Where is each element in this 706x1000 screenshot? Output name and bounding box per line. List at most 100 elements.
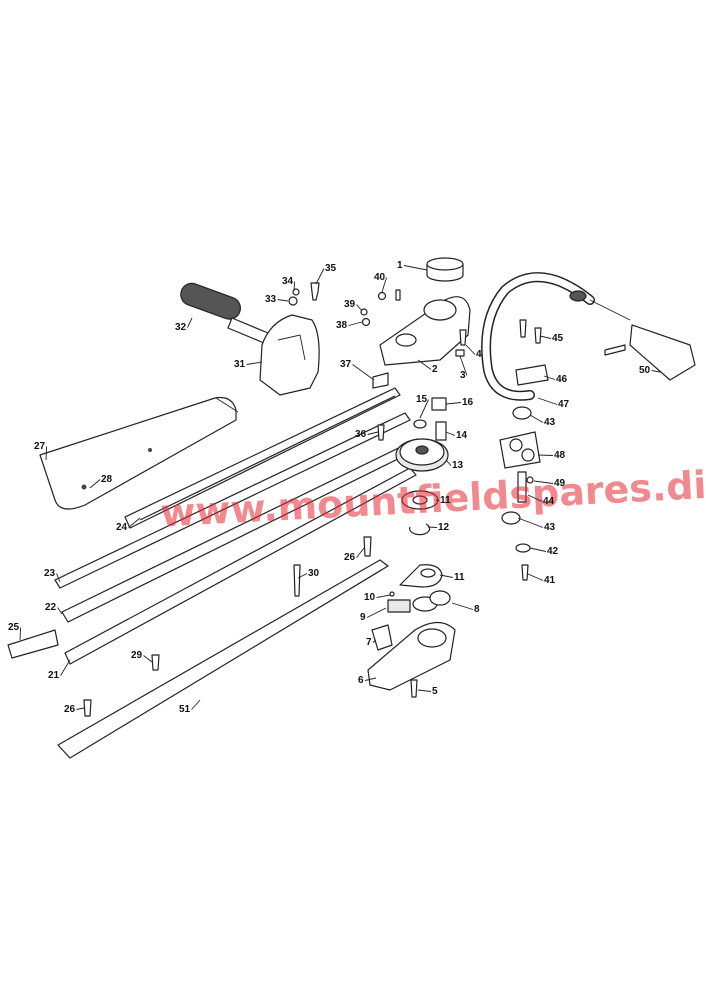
leader-line-36 (367, 431, 379, 435)
callout-4: 4 (476, 349, 482, 360)
leader-line-5 (417, 689, 432, 692)
washer-39 (360, 308, 368, 316)
callout-50: 50 (639, 365, 651, 376)
callout-21: 21 (48, 670, 60, 681)
callout-39: 39 (344, 299, 356, 310)
screw-45b (534, 327, 542, 344)
callout-22: 22 (45, 602, 57, 613)
leader-line-9 (366, 607, 387, 618)
callout-23: 23 (44, 568, 56, 579)
bar-51 (57, 559, 389, 759)
bracket-46 (515, 364, 549, 386)
leader-line-48 (537, 454, 554, 456)
callout-11: 11 (454, 572, 465, 583)
callout-16: 16 (462, 397, 474, 408)
bolt-30 (293, 564, 301, 597)
callout-46: 46 (556, 374, 568, 385)
callout-38: 38 (336, 320, 348, 331)
callout-43: 43 (544, 522, 556, 533)
leader-line-13 (445, 459, 452, 466)
callout-25: 25 (8, 622, 20, 633)
callout-27: 27 (34, 441, 46, 452)
bearing-16 (431, 397, 447, 411)
callout-1: 1 (397, 260, 403, 271)
bolt-35 (310, 282, 320, 301)
leader-line-47 (537, 397, 558, 405)
leader-line-43 (529, 414, 544, 423)
leader-line-16 (445, 402, 462, 405)
blade-upper-24 (124, 387, 401, 529)
callout-43: 43 (544, 417, 556, 428)
callout-28: 28 (101, 474, 113, 485)
handle-grip (180, 282, 269, 344)
bolt-4 (459, 329, 467, 346)
blade-guard (39, 396, 237, 510)
callout-15: 15 (416, 394, 428, 405)
leader-line-26 (356, 547, 365, 558)
callout-33: 33 (265, 294, 277, 305)
callout-6: 6 (358, 675, 364, 686)
bolt-41 (521, 564, 529, 581)
callout-41: 41 (544, 575, 556, 586)
bolt-26-lower (83, 699, 92, 717)
leader-line-45 (539, 335, 552, 339)
nut-49 (526, 476, 534, 484)
leader-line-32 (187, 317, 193, 328)
callout-9: 9 (360, 612, 366, 623)
callout-31: 31 (234, 359, 246, 370)
washer-40 (377, 291, 387, 301)
bolt-29 (151, 654, 160, 671)
leader-line-28 (89, 479, 101, 489)
leader-line-31 (246, 361, 263, 365)
leader-line-44 (527, 494, 543, 502)
callout-29: 29 (131, 650, 143, 661)
leader-line-51 (191, 699, 201, 710)
leader-line-11 (439, 574, 454, 578)
leader-line-2 (417, 359, 432, 370)
spacer-25 (7, 629, 59, 659)
leader-line-3 (459, 355, 468, 376)
callout-44: 44 (543, 496, 555, 507)
callout-47: 47 (558, 399, 570, 410)
callout-35: 35 (325, 263, 337, 274)
blade-21 (64, 467, 417, 665)
washer-42 (515, 543, 531, 553)
leader-line-23 (56, 573, 61, 583)
pin-3 (455, 349, 465, 357)
callout-36: 36 (355, 429, 367, 440)
leader-line-1 (403, 265, 428, 271)
callout-26: 26 (344, 552, 356, 563)
callout-45: 45 (552, 333, 564, 344)
leader-line-29 (143, 655, 153, 663)
callout-12: 12 (438, 522, 450, 533)
leader-line-14 (445, 431, 456, 436)
callout-32: 32 (175, 322, 187, 333)
handle-housing (259, 314, 320, 396)
leader-line-6 (364, 677, 377, 681)
leader-line-42 (529, 547, 547, 552)
leader-line-34 (293, 281, 296, 292)
leader-line-7 (372, 639, 377, 643)
bolt-36 (377, 424, 385, 441)
leader-line-25 (19, 627, 22, 641)
clip-7 (371, 624, 393, 651)
bar-23 (54, 412, 411, 589)
callout-51: 51 (179, 704, 191, 715)
callout-26: 26 (64, 704, 76, 715)
crank-11-lower (399, 564, 443, 588)
screw-45a (519, 319, 527, 338)
callout-5: 5 (432, 686, 438, 697)
bolt-26-upper (363, 536, 372, 557)
bolt-5 (410, 679, 418, 698)
callout-3: 3 (460, 370, 466, 381)
leader-line-38 (348, 321, 363, 326)
leader-line-11 (435, 499, 440, 501)
leader-line-21 (60, 659, 71, 676)
leader-line-35 (315, 268, 325, 285)
bracket-37 (372, 372, 389, 389)
callout-30: 30 (308, 568, 320, 579)
clamp-48 (499, 431, 541, 469)
callout-48: 48 (554, 450, 566, 461)
leader-line-49 (533, 480, 554, 484)
